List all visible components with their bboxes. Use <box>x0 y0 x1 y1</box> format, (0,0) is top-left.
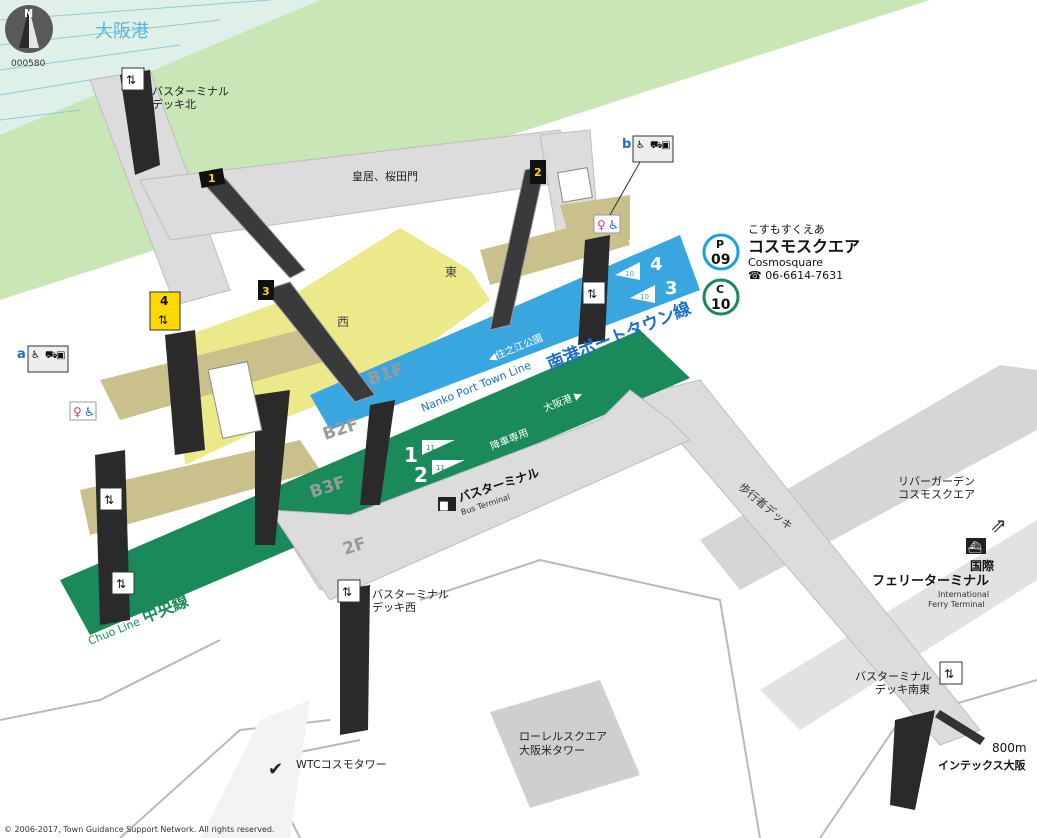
svg-text:P: P <box>716 238 724 251</box>
elevator-icons: ⇅ ⇅ ⇅ ⇅ ⇅ ⇅ <box>99 67 963 685</box>
svg-text:⇅: ⇅ <box>342 585 352 599</box>
intex-direction: 800m インテックス大阪 <box>935 710 1027 772</box>
restroom-icons: ♀♿ ♀♿ <box>69 214 621 421</box>
entrance-a[interactable]: a ♿ ⛟ ▣ <box>17 345 69 373</box>
svg-text:⇅: ⇅ <box>587 287 597 301</box>
stroller-icon: ⛟ <box>45 350 58 361</box>
station-phone: ☎ 06-6614-7631 <box>748 269 843 282</box>
svg-text:3: 3 <box>665 278 678 299</box>
escalators <box>204 164 546 403</box>
svg-text:10: 10 <box>625 270 634 278</box>
bus-deck-north-1: バスターミナル <box>152 85 229 98</box>
exit-1[interactable]: 1 <box>198 168 226 188</box>
chuo-platform-1: 1 11 <box>404 440 455 467</box>
toilet-icon: ▣ <box>661 140 670 151</box>
accessibility-icon: ♿ <box>636 140 645 151</box>
svg-text:⇅: ⇅ <box>126 73 136 87</box>
svg-text:1: 1 <box>404 443 418 467</box>
svg-text:a: a <box>17 347 26 362</box>
bus-icon: ▆ <box>439 500 448 511</box>
ferry-arrow-icon: ⇗ <box>990 513 1007 537</box>
wtc-check-icon: ✔ <box>268 759 283 780</box>
stroller-icon: ⛟ <box>650 140 663 151</box>
svg-text:10: 10 <box>711 297 731 313</box>
svg-text:Ferry Terminal: Ferry Terminal <box>928 600 985 609</box>
svg-text:1: 1 <box>208 172 216 185</box>
svg-text:♿: ♿ <box>608 218 619 232</box>
svg-text:⇅: ⇅ <box>116 577 126 591</box>
station-name-kana: こすもすくえあ <box>748 223 825 236</box>
nanko-platform-4: 10 4 <box>615 254 663 280</box>
svg-text:フェリーターミナル: フェリーターミナル <box>872 574 989 589</box>
svg-text:東: 東 <box>445 265 457 279</box>
laurel-2: 大阪米タワー <box>519 743 585 757</box>
svg-text:C: C <box>716 283 724 296</box>
kokyo-label: 皇居、桜田門 <box>352 169 418 183</box>
direction-east: 東 <box>445 265 457 279</box>
nanko-platform-3: 10 3 <box>630 278 678 303</box>
bus-deck-west-1: バスターミナル <box>372 588 449 601</box>
ferry-road <box>760 520 1037 730</box>
bus-deck-se-1: バスターミナル <box>855 670 932 683</box>
svg-text:International: International <box>938 590 989 599</box>
elevator-icon: ⇅ <box>158 313 168 327</box>
svg-text:2: 2 <box>534 166 542 179</box>
bus-deck-west-2: デッキ西 <box>372 600 416 614</box>
svg-text:♀: ♀ <box>597 218 606 232</box>
accessibility-icon: ♿ <box>31 350 40 361</box>
chuo-platform-2: 2 11 <box>414 460 465 487</box>
exit-4[interactable]: 4 ⇅ <box>149 291 181 331</box>
ferry-terminal-label: ⛴ 国際 フェリーターミナル International Ferry Termi… <box>872 538 995 609</box>
copyright: © 2006-2017, Town Guidance Support Netwo… <box>4 825 275 834</box>
svg-text:インテックス大阪: インテックス大阪 <box>938 758 1027 772</box>
svg-text:11: 11 <box>426 444 435 452</box>
svg-text:09: 09 <box>711 252 730 268</box>
svg-text:♀: ♀ <box>73 405 82 419</box>
bus-deck-north-2: デッキ北 <box>152 97 196 111</box>
svg-text:⇅: ⇅ <box>104 493 114 507</box>
svg-text:800m: 800m <box>992 741 1027 755</box>
river-garden-1: リバーガーデン <box>898 474 975 488</box>
map-code: 000580 <box>11 59 46 69</box>
bus-terminal-deck <box>269 389 691 601</box>
svg-text:4: 4 <box>160 294 168 308</box>
stairs <box>207 167 593 439</box>
svg-text:国際: 国際 <box>970 558 995 573</box>
ship-icon: ⛴ <box>968 541 982 554</box>
river-garden-2: コスモスクエア <box>898 488 975 501</box>
exit-3[interactable]: 3 <box>258 280 274 300</box>
station-code-c10: C 10 <box>702 278 740 316</box>
svg-text:11: 11 <box>436 464 445 472</box>
svg-text:3: 3 <box>262 285 270 298</box>
svg-text:10: 10 <box>640 293 649 301</box>
exit-2[interactable]: 2 <box>530 160 546 184</box>
toilet-icon: ▣ <box>56 350 65 361</box>
north-compass: N <box>5 5 53 53</box>
station-name-jp: コスモスクエア <box>748 237 860 256</box>
svg-text:2: 2 <box>414 463 428 487</box>
laurel-square-building <box>490 680 640 808</box>
coastline-band <box>0 0 320 135</box>
entrance-b[interactable]: b ♿ ⛟ ▣ <box>609 135 674 216</box>
svg-text:西: 西 <box>337 315 349 329</box>
water-label: 大阪港 <box>95 21 149 42</box>
svg-text:♿: ♿ <box>84 405 95 419</box>
bus-deck-se-2: デッキ南東 <box>875 682 930 696</box>
direction-west: 西 <box>337 315 349 329</box>
svg-text:b: b <box>622 137 631 152</box>
wtc-label: WTCコスモタワー <box>296 758 387 771</box>
svg-text:4: 4 <box>650 254 663 275</box>
laurel-1: ローレルスクエア <box>519 730 607 743</box>
station-code-p09: P 09 <box>702 233 740 271</box>
station-name-en: Cosmosquare <box>748 256 823 269</box>
wtc-area <box>200 700 310 838</box>
svg-text:⇅: ⇅ <box>944 667 954 681</box>
north-letter: N <box>24 7 33 20</box>
